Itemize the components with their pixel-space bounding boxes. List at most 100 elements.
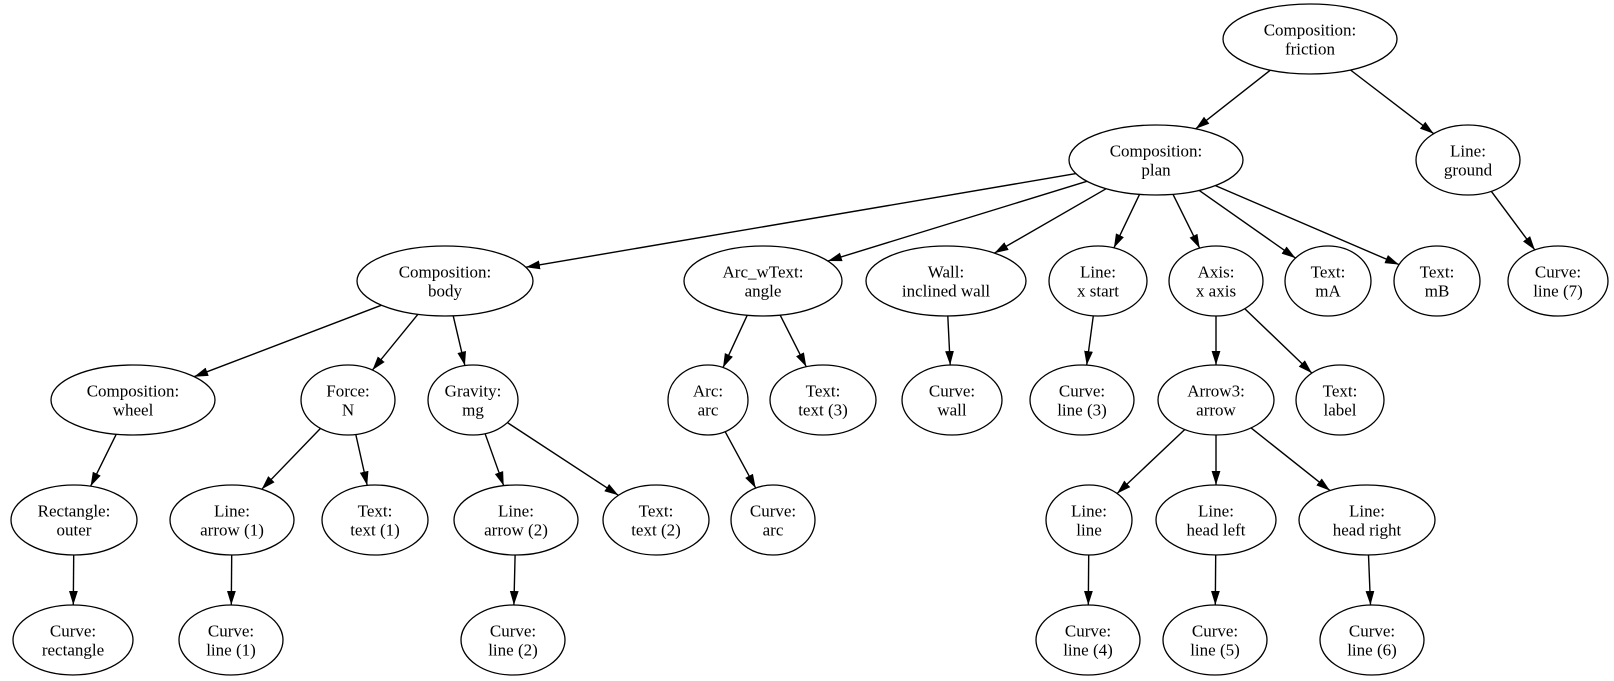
edge-angle-text3: [779, 314, 807, 368]
node-ellipse: [1168, 245, 1264, 317]
node-type-label: Gravity:: [445, 382, 502, 401]
node-ellipse: [901, 364, 1003, 436]
edge-forceN-arrow1: [261, 427, 322, 490]
node-angle: Arc_wText:angle: [683, 245, 843, 317]
node-name-label: wall: [937, 401, 967, 420]
node-arc: Arc:arc: [667, 364, 749, 436]
edge-plan-body: [525, 172, 1077, 270]
edge-plan-xaxis: [1172, 193, 1201, 249]
node-mB: Text:mB: [1393, 245, 1481, 317]
node-type-label: Curve:: [1059, 382, 1105, 401]
node-name-label: line (6): [1347, 641, 1397, 660]
node-type-label: Curve:: [490, 622, 536, 641]
node-ellipse: [427, 364, 519, 436]
node-ellipse: [178, 604, 284, 676]
node-line3: Curve:line (3): [1029, 364, 1135, 436]
node-name-label: friction: [1285, 40, 1336, 59]
node-ellipse: [1284, 245, 1372, 317]
node-ellipse: [356, 245, 534, 317]
node-ellipse: [460, 604, 566, 676]
edge-body-wheel: [193, 304, 382, 378]
edge-body-forceN: [371, 313, 419, 371]
node-ellipse: [1155, 484, 1277, 556]
edge-plan-angle: [827, 180, 1088, 262]
node-xstart: Line:x start: [1048, 245, 1148, 317]
node-ellipse: [169, 484, 295, 556]
node-name-label: label: [1323, 401, 1356, 420]
node-name-label: N: [342, 401, 354, 420]
node-name-label: head right: [1333, 521, 1402, 540]
edge-xstart-line3: [1084, 315, 1094, 366]
node-name-label: body: [428, 282, 463, 301]
edge-arc-curvearc: [724, 431, 757, 489]
node-type-label: Line:: [1450, 142, 1486, 161]
node-label: Text:label: [1295, 364, 1385, 436]
node-type-label: Composition:: [1110, 142, 1203, 161]
node-line7: Curve:line (7): [1507, 245, 1609, 317]
edge-plan-wall: [994, 188, 1107, 254]
edge-friction-plan: [1195, 69, 1271, 130]
node-type-label: Composition:: [87, 382, 180, 401]
node-line1: Curve:line (1): [178, 604, 284, 676]
nodes-layer: Composition:frictionComposition:planLine…: [10, 3, 1609, 676]
node-type-label: Arc_wText:: [723, 263, 804, 282]
node-ellipse: [10, 484, 138, 556]
node-type-label: Text:: [1311, 263, 1346, 282]
node-name-label: line (5): [1190, 641, 1240, 660]
node-line2: Curve:line (2): [460, 604, 566, 676]
node-ellipse: [1393, 245, 1481, 317]
node-ellipse: [1298, 484, 1436, 556]
edge-gravity-text2: [507, 422, 619, 496]
node-type-label: Curve:: [1349, 622, 1395, 641]
node-arrow1: Line:arrow (1): [169, 484, 295, 556]
node-type-label: Line:: [498, 502, 534, 521]
node-ellipse: [1157, 364, 1275, 436]
node-name-label: mg: [462, 401, 484, 420]
node-friction: Composition:friction: [1222, 3, 1398, 75]
node-name-label: text (2): [631, 521, 681, 540]
node-wall: Wall:inclined wall: [865, 245, 1027, 317]
node-name-label: outer: [57, 521, 92, 540]
node-type-label: Text:: [806, 382, 841, 401]
edge-wall-curvewall: [945, 315, 954, 366]
node-name-label: x axis: [1196, 282, 1236, 301]
node-type-label: Line:: [1080, 263, 1116, 282]
edge-xaxis-label: [1244, 308, 1313, 374]
edge-ground-line7: [1490, 190, 1536, 251]
node-text2: Text:text (2): [602, 484, 710, 556]
node-type-label: Line:: [1071, 502, 1107, 521]
node-mA: Text:mA: [1284, 245, 1372, 317]
node-name-label: mA: [1315, 282, 1341, 301]
node-ellipse: [1068, 124, 1244, 196]
node-ground: Line:ground: [1415, 124, 1521, 196]
node-name-label: arc: [698, 401, 719, 420]
node-arrow2: Line:arrow (2): [453, 484, 579, 556]
node-wheel: Composition:wheel: [50, 364, 216, 436]
node-line6: Curve:line (6): [1319, 604, 1425, 676]
node-name-label: text (3): [798, 401, 848, 420]
node-ellipse: [453, 484, 579, 556]
node-ellipse: [865, 245, 1027, 317]
node-name-label: head left: [1187, 521, 1246, 540]
node-type-label: Composition:: [399, 263, 492, 282]
edge-arrow2-line2: [509, 554, 519, 606]
node-line5: Curve:line (5): [1162, 604, 1268, 676]
node-text3: Text:text (3): [769, 364, 877, 436]
node-ellipse: [1295, 364, 1385, 436]
node-lineN: Line:line: [1045, 484, 1133, 556]
node-ellipse: [1222, 3, 1398, 75]
node-name-label: angle: [745, 282, 782, 301]
node-curvewall: Curve:wall: [901, 364, 1003, 436]
node-name-label: ground: [1444, 161, 1493, 180]
edge-angle-arc: [722, 315, 748, 368]
node-name-label: inclined wall: [902, 282, 991, 301]
node-ellipse: [769, 364, 877, 436]
node-ellipse: [602, 484, 710, 556]
node-type-label: Curve:: [1065, 622, 1111, 641]
node-curvearc: Curve:arc: [730, 484, 816, 556]
edge-arrow3-lineN: [1116, 428, 1186, 495]
edge-wheel-outer: [89, 433, 117, 487]
node-ellipse: [1162, 604, 1268, 676]
